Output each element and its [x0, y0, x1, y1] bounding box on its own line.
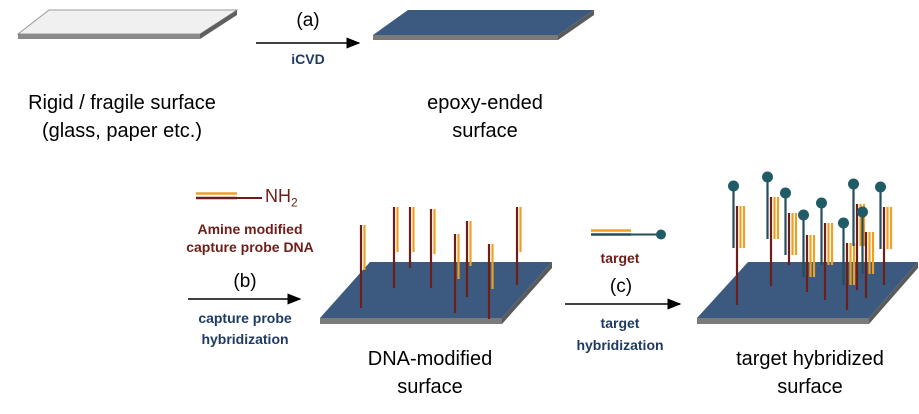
dna-modified-surface [320, 262, 552, 324]
target-bead [838, 217, 849, 229]
right-caption-line1: epoxy-ended [427, 92, 543, 114]
epoxy-surface [373, 10, 594, 40]
final-caption-line1: target hybridized [736, 348, 884, 370]
step-c-line2: hybridization [576, 337, 664, 353]
step-c-label: (c) [609, 276, 633, 297]
capture-probes [359, 207, 522, 319]
target-bead [857, 206, 868, 218]
target-legend-label: target [600, 250, 640, 266]
left-caption-line2: (glass, paper etc.) [41, 120, 203, 142]
target-bead [780, 187, 791, 199]
target-bead [816, 197, 827, 209]
step-b-line1: capture probe [198, 310, 292, 326]
dna-caption-line1: DNA-modified [367, 348, 493, 370]
amine-caption-line1: Amine modified [197, 221, 303, 237]
left-caption-line1: Rigid / fragile surface [28, 92, 216, 114]
dna-caption-line2: surface [397, 376, 463, 398]
target-bead [875, 181, 886, 193]
step-c-line1: target [600, 315, 640, 331]
plain-substrate [16, 9, 239, 39]
amine-caption-line2: capture probe DNA [186, 239, 314, 255]
hybridized-targets [728, 171, 893, 310]
target-bead [728, 180, 739, 192]
step-b-label: (b) [233, 271, 257, 292]
step-b-line2: hybridization [201, 331, 289, 347]
target-bead [762, 171, 773, 183]
nh2-group: NH2 [265, 186, 298, 210]
amine-probe-legend [196, 192, 262, 200]
step-a-method: iCVD [291, 51, 325, 67]
nh-text: NH [265, 186, 291, 206]
target-bead [798, 209, 809, 221]
target-bead [848, 178, 859, 190]
nh-subscript: 2 [291, 195, 298, 210]
right-caption-line2: surface [452, 120, 518, 142]
target-legend [591, 229, 666, 240]
step-a-label: (a) [296, 10, 320, 31]
final-caption-line2: surface [777, 376, 843, 398]
